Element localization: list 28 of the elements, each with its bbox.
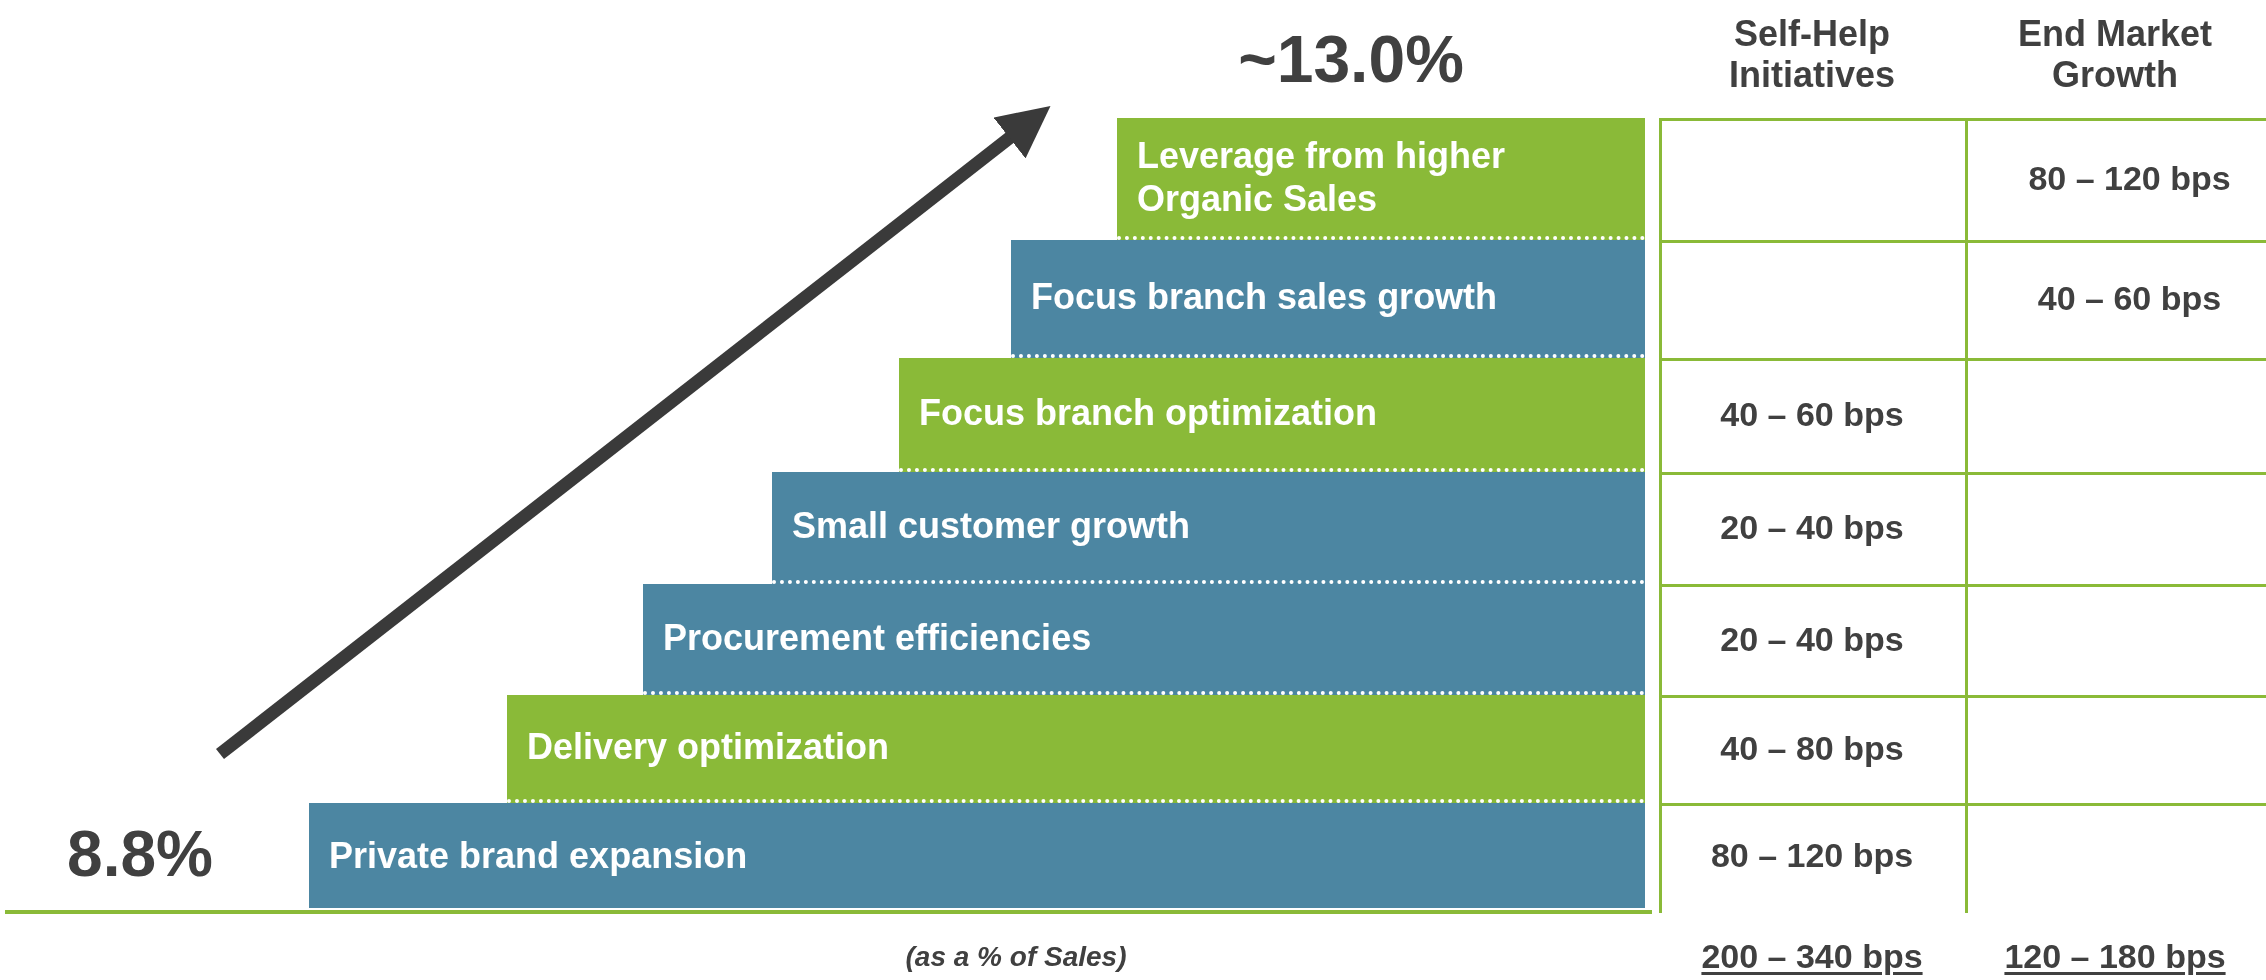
- percentage-label: ~13.0%: [1237, 21, 1465, 99]
- step-label: Private brand expansion: [329, 833, 748, 878]
- step-label: Leverage from higher Organic Sales: [1137, 133, 1507, 221]
- step-label: Focus branch optimization: [919, 391, 1377, 435]
- step-bar: [507, 695, 1645, 803]
- table-cell-text: 40 – 60 bps: [2036, 278, 2223, 320]
- step-label: Delivery optimization: [527, 725, 890, 769]
- percentage-label: 8.8%: [66, 817, 214, 893]
- table-cell-text: 20 – 40 bps: [1719, 507, 1905, 549]
- step-bar: [643, 584, 1645, 695]
- table-cell-text: 40 – 60 bps: [1719, 394, 1905, 436]
- table-cell-text: 20 – 40 bps: [1719, 618, 1905, 660]
- step-label: Focus branch sales growth: [1031, 275, 1498, 319]
- step-label: Small customer growth: [792, 504, 1191, 548]
- table-cell-text: 80 – 120 bps: [2027, 158, 2232, 200]
- column-header: End Market Growth: [2016, 11, 2213, 97]
- step-bar: [1011, 240, 1645, 358]
- column-header: Self-Help Initiatives: [1727, 11, 1897, 97]
- table-cell-text: 80 – 120 bps: [1709, 834, 1915, 876]
- step-label: Procurement efficiencies: [663, 615, 1092, 660]
- table-cell-text: 40 – 80 bps: [1719, 728, 1905, 770]
- total-value: 200 – 340 bps: [1700, 936, 1924, 978]
- total-value: 120 – 180 bps: [2003, 936, 2227, 978]
- step-bar: [899, 358, 1645, 472]
- step-bar: [1117, 118, 1645, 240]
- step-bar: [772, 472, 1645, 584]
- note-text: (as a % of Sales): [904, 939, 1128, 974]
- step-bar: [309, 803, 1645, 908]
